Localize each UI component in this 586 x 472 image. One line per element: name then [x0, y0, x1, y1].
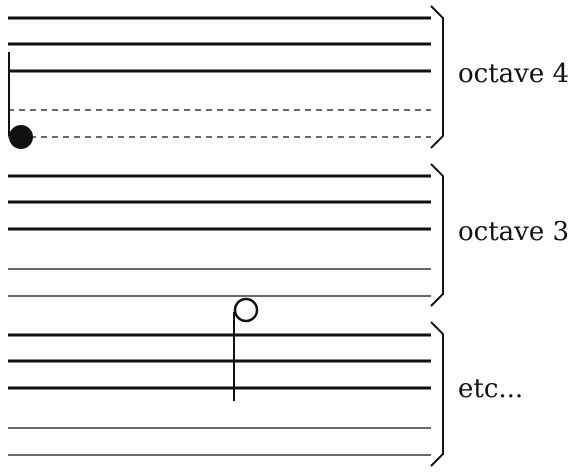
staff-group-etc: etc...: [8, 321, 523, 467]
open-note: [233, 297, 259, 401]
brace-bracket: [430, 5, 444, 149]
brace-bracket: [430, 321, 444, 467]
brace-bracket: [430, 163, 444, 307]
octave-4-label: octave 4: [458, 59, 569, 89]
staff-group-octave-3: octave 3: [8, 163, 569, 307]
staff-group-octave-4: octave 4: [8, 5, 569, 149]
octave-3-label: octave 3: [458, 217, 569, 247]
open-notehead: [233, 297, 259, 323]
filled-note: [8, 52, 33, 149]
filled-notehead: [9, 125, 33, 149]
etc-label: etc...: [458, 374, 523, 404]
